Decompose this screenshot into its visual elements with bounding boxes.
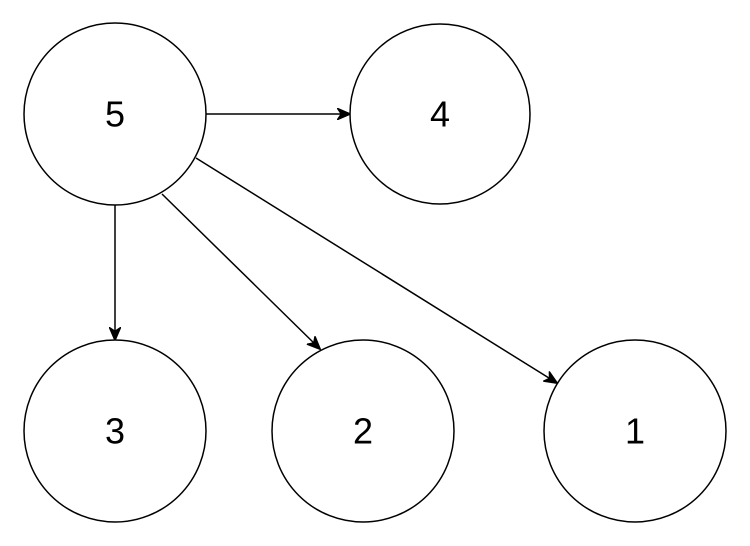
node-2-label: 2 [353,411,373,452]
node-2-circle[interactable] [271,339,455,523]
node-5[interactable]: 5 [23,22,207,206]
node-5-circle[interactable] [23,22,207,206]
node-3-circle[interactable] [23,339,207,523]
node-4-circle[interactable] [349,23,531,205]
node-5-label: 5 [105,94,125,135]
node-1-label: 1 [625,411,645,452]
node-1[interactable]: 1 [543,339,727,523]
node-4-label: 4 [430,94,450,135]
node-2[interactable]: 2 [271,339,455,523]
node-1-circle[interactable] [543,339,727,523]
node-3[interactable]: 3 [23,339,207,523]
edge-5-to-2 [161,193,320,349]
node-3-label: 3 [105,411,125,452]
node-4[interactable]: 4 [349,23,531,205]
edges [115,114,557,383]
edge-5-to-1 [195,157,557,383]
